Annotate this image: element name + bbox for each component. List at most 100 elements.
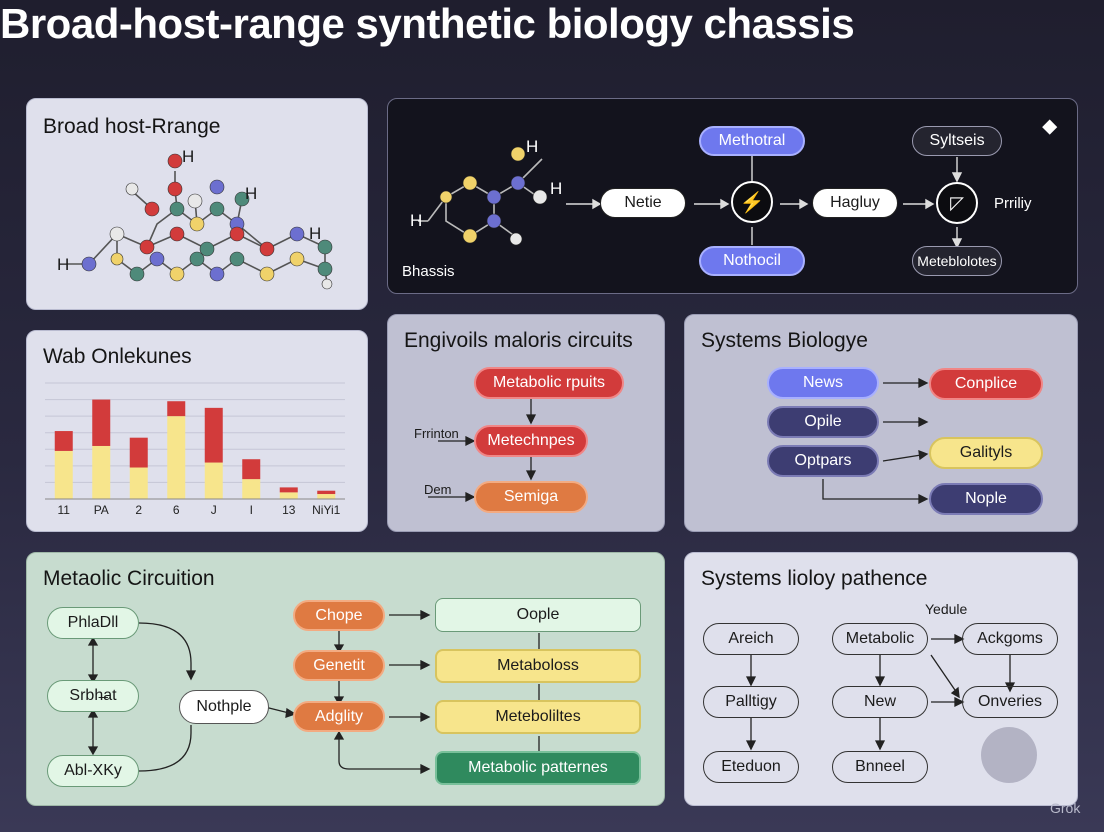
systems-panel: Systems Biologye News Opile Optpars Conp…	[684, 314, 1078, 532]
atom	[317, 261, 333, 277]
atom	[259, 241, 275, 257]
atom	[125, 182, 139, 196]
node-nothocil[interactable]: Nothocil	[699, 246, 805, 276]
node-areich[interactable]: Areich	[703, 623, 799, 655]
atom	[149, 251, 165, 267]
atom	[109, 226, 125, 242]
metabolic-panel: Metaolic Circuition PhlaDll Srbh̶at Abl-…	[26, 552, 665, 806]
bar-segment-bottom	[242, 479, 261, 499]
atom	[289, 251, 305, 267]
node-genetit[interactable]: Genetit	[293, 650, 385, 681]
chart-title: Wab Onlekunes	[43, 345, 192, 368]
page-title: Broad-host-range synthetic biology chass…	[0, 0, 855, 47]
node-abl-xky[interactable]: Abl-XKy	[47, 755, 139, 787]
x-tick-label: 6	[172, 503, 180, 517]
node-eteduon[interactable]: Eteduon	[703, 751, 799, 783]
bar-segment-bottom	[54, 450, 73, 499]
bar-segment-bottom	[204, 462, 223, 499]
atom	[229, 226, 245, 242]
node-nople[interactable]: Nople	[929, 483, 1043, 515]
atom	[199, 241, 215, 257]
node-nothple[interactable]: Nothple	[179, 690, 269, 724]
node-phladll[interactable]: PhlaDll	[47, 607, 139, 639]
node-methotral[interactable]: Methotral	[699, 126, 805, 156]
bar-chart	[45, 382, 345, 500]
circuits-panel: Engivoils maloris circuits Metabolic rpu…	[387, 314, 665, 532]
bar-segment-bottom	[129, 467, 148, 499]
atom	[462, 175, 478, 191]
bar-segment-bottom	[92, 445, 111, 499]
bar-segment-top	[279, 487, 298, 493]
systems-connectors	[822, 377, 929, 505]
atom	[81, 256, 97, 272]
node-metabolic-patternes[interactable]: Metabolic patternes	[435, 751, 641, 785]
node-srbhat[interactable]: Srbh̶at	[47, 680, 139, 712]
molecule-panel-title: Broad host-Rrange	[43, 115, 221, 138]
node-optpars[interactable]: Optpars	[767, 445, 879, 477]
node-adglity[interactable]: Adglity	[293, 701, 385, 732]
x-tick-label: PA	[93, 503, 109, 517]
node-metabolic[interactable]: Metabolic	[832, 623, 928, 655]
patterns-panel: Systems lioloy pathence Yedule Areich Pa…	[684, 552, 1078, 806]
hydrogen-label: H	[309, 224, 322, 243]
patterns-header: Yedule	[925, 601, 968, 617]
node-syltseis[interactable]: Syltseis	[912, 126, 1002, 156]
atom	[321, 278, 333, 290]
bar-segment-top	[204, 407, 223, 463]
node-meteboliltes[interactable]: Meteboliltes	[435, 700, 641, 734]
hydrogen-label: H	[410, 211, 423, 230]
node-metabolic-rpuits[interactable]: Metabolic rpuits	[474, 367, 624, 399]
node-ackgoms[interactable]: Ackgoms	[962, 623, 1058, 655]
metabolic-panel-title: Metaolic Circuition	[43, 567, 215, 590]
atom	[189, 216, 205, 232]
node-metechnpes[interactable]: Metechnpes	[474, 425, 588, 457]
node-galityls[interactable]: Galityls	[929, 437, 1043, 469]
molecule-panel: Broad host-Rrange	[26, 98, 368, 310]
node-opile[interactable]: Opile	[767, 406, 879, 438]
systems-panel-title: Systems Biologye	[701, 329, 868, 352]
node-chope[interactable]: Chope	[293, 600, 385, 631]
node-new[interactable]: New	[832, 686, 928, 718]
circuits-panel-title: Engivoils maloris circuits	[404, 329, 633, 352]
drop-icon: ⬥	[1042, 113, 1058, 138]
bar-segment-top	[167, 401, 186, 417]
node-netie[interactable]: Netie	[600, 188, 686, 218]
atom	[439, 190, 453, 204]
atom	[209, 266, 225, 282]
atom	[169, 201, 185, 217]
atom	[229, 251, 245, 267]
x-tick-label: I	[249, 503, 253, 517]
node-onveries[interactable]: Onveries	[962, 686, 1058, 718]
node-metaboloss[interactable]: Metaboloss	[435, 649, 641, 683]
node-meteblolotes[interactable]: Meteblolotes	[912, 246, 1002, 276]
hydrogen-label: H	[550, 179, 563, 198]
bar-segment-bottom	[317, 494, 336, 499]
atom	[187, 193, 203, 209]
node-news[interactable]: News	[767, 367, 879, 399]
node-conplice[interactable]: Conplice	[929, 368, 1043, 400]
atom	[110, 252, 124, 266]
x-tick-label: 2	[135, 503, 143, 517]
label-dem: Dem	[424, 482, 452, 497]
node-bnneel[interactable]: Bnneel	[832, 751, 928, 783]
atom	[532, 189, 548, 205]
atom	[129, 266, 145, 282]
x-tick-label: NiYi1	[312, 503, 341, 517]
node-palltigy[interactable]: Palltigy	[703, 686, 799, 718]
atom	[189, 251, 205, 267]
atom	[209, 201, 225, 217]
node-oople[interactable]: Oople	[435, 598, 641, 632]
atom	[510, 146, 526, 162]
atom	[144, 201, 160, 217]
node-hagluy[interactable]: Hagluy	[812, 188, 898, 218]
bar-segment-top	[242, 459, 261, 480]
atom	[167, 153, 183, 169]
pathway-molecule	[418, 146, 963, 249]
swirl-logo-icon	[981, 727, 1037, 783]
atom	[167, 181, 183, 197]
label-prriliy: Prriliy	[994, 195, 1032, 212]
node-semiga[interactable]: Semiga	[474, 481, 588, 513]
atom	[486, 213, 502, 229]
hydrogen-label: H	[526, 137, 539, 156]
